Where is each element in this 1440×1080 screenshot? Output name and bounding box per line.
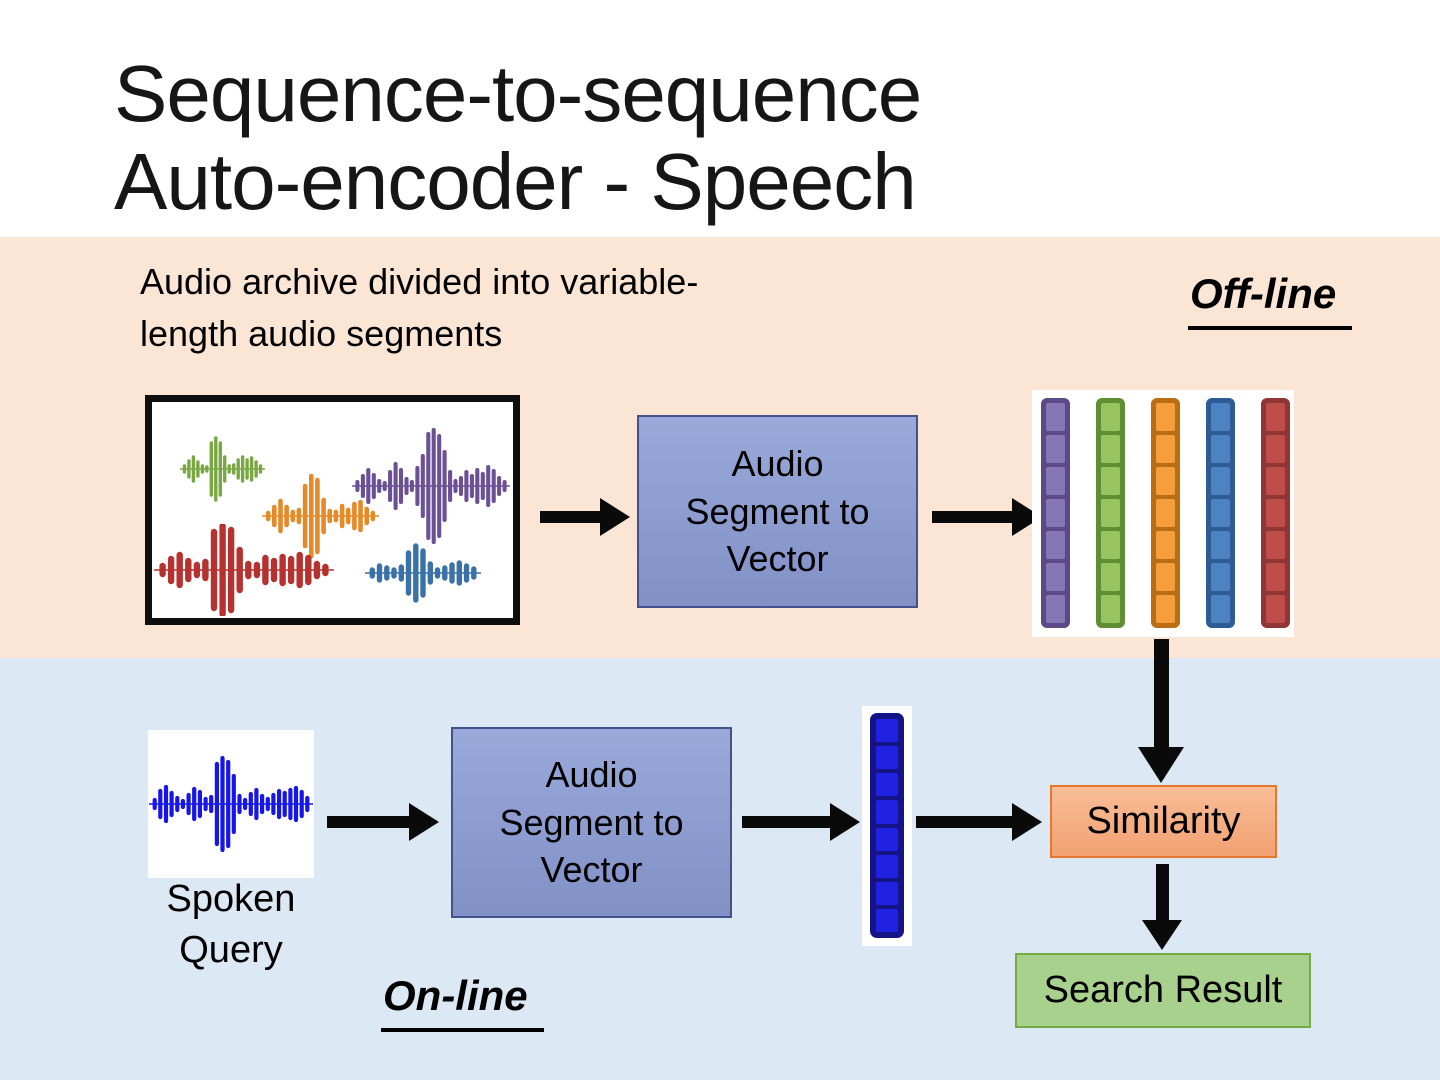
vector-cell bbox=[1101, 403, 1120, 431]
arrow-head bbox=[1012, 803, 1042, 841]
waveform-green-icon bbox=[180, 436, 265, 502]
waveform-orange-icon bbox=[262, 473, 379, 559]
vector-cell bbox=[1156, 595, 1175, 623]
vector-cell bbox=[876, 719, 898, 743]
vector-column-blue bbox=[1206, 398, 1235, 628]
arrow-shaft bbox=[932, 511, 1012, 523]
offline-encoder-box: Audio Segment to Vector bbox=[637, 415, 918, 608]
search-result-label: Search Result bbox=[1043, 969, 1283, 1011]
offline-encoder-label: Audio Segment to Vector bbox=[685, 443, 870, 580]
vector-cell bbox=[1211, 563, 1230, 591]
vector-cell bbox=[876, 881, 898, 905]
vector-cell bbox=[1046, 595, 1065, 623]
waveform-red-icon bbox=[154, 524, 334, 616]
vector-cell bbox=[1101, 467, 1120, 495]
arrow-head bbox=[830, 803, 860, 841]
vector-cell bbox=[1046, 435, 1065, 463]
arrow-shaft bbox=[916, 816, 1012, 828]
slide-title-line2: Auto-encoder - Speech bbox=[114, 137, 917, 226]
waveform-query-icon bbox=[149, 756, 313, 852]
vector-cell bbox=[1266, 563, 1285, 591]
vector-cell bbox=[1101, 435, 1120, 463]
arrow-head bbox=[1142, 920, 1182, 950]
offline-section-label: Off-line bbox=[1188, 270, 1353, 330]
similarity-box: Similarity bbox=[1050, 785, 1277, 858]
arrow-shaft bbox=[742, 816, 830, 828]
vector-cell bbox=[1046, 467, 1065, 495]
vector-column-purple bbox=[1041, 398, 1070, 628]
vector-cell bbox=[1046, 563, 1065, 591]
vector-cell bbox=[1101, 563, 1120, 591]
vector-cell bbox=[1211, 467, 1230, 495]
vector-cell bbox=[1211, 595, 1230, 623]
vector-cell bbox=[1266, 467, 1285, 495]
arrow-head bbox=[600, 498, 630, 536]
vector-cell bbox=[1046, 499, 1065, 527]
vector-cell bbox=[1156, 531, 1175, 559]
spoken-query-label: Spoken Query bbox=[166, 878, 296, 972]
vector-cell bbox=[876, 908, 898, 932]
online-encoder-label: Audio Segment to Vector bbox=[499, 754, 684, 891]
slide-title-line1: Sequence-to-sequence bbox=[114, 49, 922, 138]
vector-cell bbox=[1101, 595, 1120, 623]
vector-cell bbox=[1266, 595, 1285, 623]
vector-cell bbox=[1046, 531, 1065, 559]
archive-vectors-panel bbox=[1032, 390, 1294, 637]
vector-cell bbox=[1266, 499, 1285, 527]
vector-cell bbox=[1046, 403, 1065, 431]
arrow-archive-to-encoder bbox=[540, 498, 630, 536]
arrow-shaft bbox=[1155, 864, 1169, 920]
vector-column-red bbox=[1261, 398, 1290, 628]
vector-cell bbox=[1211, 403, 1230, 431]
vector-cell bbox=[1101, 531, 1120, 559]
vector-cell bbox=[1211, 499, 1230, 527]
arrow-shaft bbox=[540, 511, 600, 523]
vector-cell bbox=[1266, 435, 1285, 463]
vector-cell bbox=[1156, 403, 1175, 431]
arrow-similarity-to-result bbox=[1142, 864, 1182, 950]
vector-cell bbox=[876, 854, 898, 878]
vector-cell bbox=[1266, 531, 1285, 559]
waveform-blue-icon bbox=[365, 543, 481, 603]
vector-cell bbox=[1156, 563, 1175, 591]
vector-cell bbox=[1156, 435, 1175, 463]
vector-cell bbox=[1156, 499, 1175, 527]
vector-cell bbox=[1211, 531, 1230, 559]
waveform-purple-icon bbox=[352, 428, 510, 544]
vector-column-query bbox=[870, 713, 904, 938]
arrow-encoder-to-vectors bbox=[932, 498, 1042, 536]
vector-cell bbox=[1266, 403, 1285, 431]
vector-cell bbox=[876, 773, 898, 797]
arrow-query-to-encoder bbox=[327, 803, 439, 841]
query-vector-panel bbox=[862, 706, 912, 946]
archive-description-line2: length audio segments bbox=[140, 312, 503, 354]
vector-cell bbox=[876, 827, 898, 851]
spoken-query-waveform-image bbox=[148, 730, 314, 878]
arrow-vectors-to-similarity bbox=[1138, 639, 1184, 783]
archive-description: Audio archive divided into variable- len… bbox=[140, 256, 698, 360]
arrow-shaft bbox=[1153, 639, 1169, 747]
arrow-head bbox=[1138, 747, 1184, 783]
vector-cell bbox=[876, 800, 898, 824]
similarity-label: Similarity bbox=[1086, 800, 1241, 842]
search-result-box: Search Result bbox=[1015, 953, 1311, 1028]
vector-column-orange bbox=[1151, 398, 1180, 628]
online-section-label: On-line bbox=[381, 972, 544, 1032]
arrow-shaft bbox=[327, 816, 409, 828]
vector-cell bbox=[1211, 435, 1230, 463]
arrow-encoder-to-query-vector bbox=[742, 803, 860, 841]
vector-cell bbox=[1156, 467, 1175, 495]
arrow-query-vector-to-similarity bbox=[916, 803, 1042, 841]
online-encoder-box: Audio Segment to Vector bbox=[451, 727, 732, 918]
archive-description-line1: Audio archive divided into variable- bbox=[140, 261, 699, 302]
audio-archive-image bbox=[145, 395, 520, 625]
vector-column-green bbox=[1096, 398, 1125, 628]
vector-cell bbox=[876, 746, 898, 770]
arrow-head bbox=[409, 803, 439, 841]
vector-cell bbox=[1101, 499, 1120, 527]
